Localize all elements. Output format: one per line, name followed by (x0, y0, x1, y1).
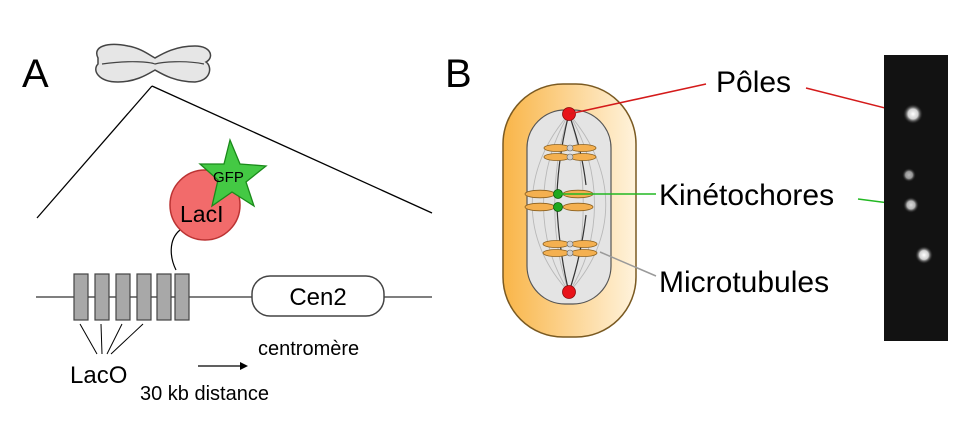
laci-tether (170, 229, 181, 271)
laco-array (73, 273, 190, 321)
cen2-box (251, 275, 385, 317)
spindle-pole-bottom (562, 285, 576, 299)
chromosome-icon (95, 43, 212, 83)
laco-repeat (136, 273, 152, 321)
laco-repeat (94, 273, 110, 321)
micrograph-spot (915, 246, 933, 264)
gfp-star-icon (198, 137, 268, 208)
panel-b-label: B (445, 52, 472, 96)
zoom-line-right (151, 85, 433, 214)
zoom-line-left (36, 85, 153, 219)
fluorescence-micrograph (884, 55, 948, 341)
cen2-label: Cen2 (289, 284, 346, 311)
gfp-label: GFP (213, 169, 244, 186)
panel-a-label: A (22, 52, 49, 96)
microtubules-label: Microtubules (659, 266, 829, 299)
poles-label: Pôles (716, 66, 791, 99)
laco-repeat (174, 273, 190, 321)
laco-label: LacO (70, 362, 127, 389)
distance-arrow-icon (198, 362, 248, 370)
centromere-label: centromère (258, 338, 359, 360)
laco-repeat (115, 273, 131, 321)
laci-label: LacI (180, 201, 223, 227)
distance-label: 30 kb distance (140, 383, 269, 405)
kinetochore-green (553, 202, 563, 212)
kinetochore-dots (566, 144, 574, 257)
laco-repeat (73, 273, 89, 321)
microtubules-leader-line (599, 251, 657, 277)
poles-leader-line (568, 83, 707, 115)
laco-pointer-lines (79, 323, 144, 355)
kinetochores-label: Kinétochores (659, 179, 834, 212)
laco-repeat (156, 273, 172, 321)
micrograph-spot (902, 168, 916, 182)
micrograph-spot (903, 197, 919, 213)
micrograph-spot (903, 104, 923, 124)
